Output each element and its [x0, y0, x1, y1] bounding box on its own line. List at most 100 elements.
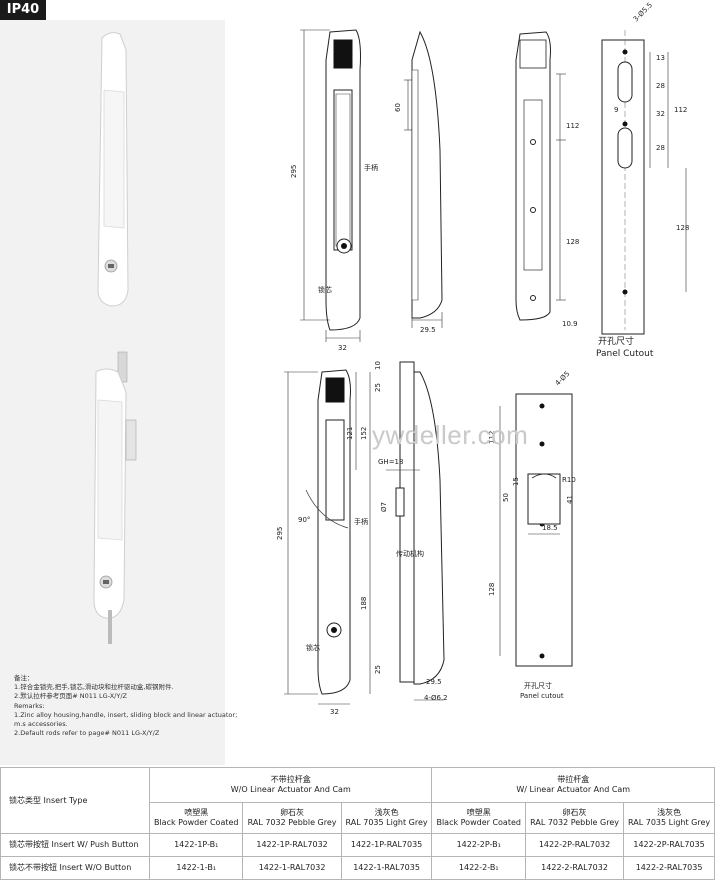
remark-line: 2.Default rods refer to page# N011 LG-X/…	[14, 729, 160, 738]
cutout-cn-top: 开孔尺寸	[598, 335, 634, 347]
dim-25b: 25	[374, 665, 382, 674]
cutout-en-top: Panel Cutout	[596, 349, 654, 359]
table-row: 锁芯带按钮 Insert W/ Push Button 1422-1P-B₁ 1…	[0, 833, 715, 857]
part-number: 1422-1-B₁	[148, 856, 244, 880]
dim-18-5: 18.5	[542, 524, 558, 532]
top-panel-cutout	[601, 30, 687, 335]
color-en: RAL 7032 Pebble Grey	[247, 818, 337, 827]
dim-32-cutout: 32	[656, 110, 665, 118]
lock-label-top: 锁芯	[318, 285, 332, 294]
dim-10-9: 10.9	[562, 320, 578, 328]
dim-15: 15	[512, 477, 520, 486]
dim-28b: 28	[656, 144, 665, 152]
remark-line: 备注：	[14, 674, 34, 682]
remark-line: 2.默认拉杆参考页面# N011 LG-X/Y/Z	[14, 692, 127, 701]
dim-28a: 28	[656, 82, 665, 90]
part-number: 1422-2-RAL7032	[524, 856, 625, 880]
handle-label-bottom: 手柄	[354, 517, 368, 526]
drive-label: 传动机构	[396, 549, 424, 558]
lock-label-bottom: 锁芯	[306, 643, 320, 652]
dim-3-holes: 3-Ø5.5	[632, 1, 654, 23]
part-number: 1422-2P-RAL7032	[524, 833, 625, 857]
dim-4-holes-5: 4-Ø5	[554, 370, 572, 388]
color-cn: 卵石灰	[562, 808, 587, 817]
technical-drawing: 295 60 32 29.5 3-Ø5.5 13 28 9 32 28 112 …	[93, 1, 689, 716]
dim-32-top: 32	[338, 344, 347, 352]
table-row: 锁芯不带按钮 Insert W/O Button 1422-1-B₁ 1422-…	[0, 856, 715, 880]
group2-cn: 带拉杆盒	[557, 775, 590, 784]
group-with-actuator: 带拉杆盒 W/ Linear Actuator And Cam	[431, 767, 715, 803]
handle-photo-top	[97, 32, 129, 307]
dim-60: 60	[394, 103, 402, 112]
top-rear-view	[515, 31, 566, 321]
color-cn: 浅灰色	[657, 808, 682, 817]
remark-line: 1.锌合金锁壳,把手,锁芯,滑动块和拉杆驱动盒,碳钢附件.	[14, 683, 174, 692]
color-en: RAL 7035 Light Grey	[628, 818, 711, 827]
dim-90deg: 90°	[298, 516, 310, 524]
dim-128-bottom: 128	[488, 583, 496, 596]
bottom-side-view	[386, 361, 445, 701]
part-number: 1422-2-RAL7035	[623, 856, 715, 880]
color-en: Black Powder Coated	[153, 818, 239, 827]
dim-29-5-bottom: 29.5	[426, 678, 442, 686]
cutout-cn-bottom: 开孔尺寸	[524, 681, 552, 690]
color-en: RAL 7035 Light Grey	[345, 818, 428, 827]
part-number: 1422-2P-B₁	[431, 833, 526, 857]
color-en: Black Powder Coated	[436, 818, 521, 827]
dim-295-top: 295	[290, 165, 298, 178]
dim-50: 50	[502, 493, 510, 502]
color-cn: 浅灰色	[374, 808, 399, 817]
dim-128-rear: 128	[566, 238, 579, 246]
remark-line: Remarks:	[14, 701, 45, 710]
dim-r10: R10	[562, 476, 576, 484]
dim-112-rear: 112	[566, 122, 579, 130]
top-side-view	[404, 30, 443, 328]
part-number: 1422-1-RAL7035	[340, 856, 433, 880]
dim-25a: 25	[374, 383, 382, 392]
dim-10: 10	[374, 361, 382, 370]
dim-112-bottom: 112	[488, 431, 496, 444]
dim-112-cutout: 112	[674, 106, 687, 114]
group1-cn: 不带拉杆盒	[270, 775, 311, 784]
watermark: ywdeller.com	[372, 420, 529, 450]
dim-41: 41	[566, 495, 574, 504]
dim-128-cutout: 128	[676, 224, 689, 232]
cutout-en-bottom: Panel cutout	[520, 692, 564, 700]
dim-295-bottom: 295	[276, 527, 284, 540]
color-en: RAL 7032 Pebble Grey	[530, 818, 619, 827]
insert-type-header: 锁芯类型 Insert Type	[0, 767, 150, 834]
dim-152: 152	[360, 427, 368, 440]
part-number: 1422-1P-RAL7032	[242, 833, 342, 857]
row-label: 锁芯不带按钮 Insert W/O Button	[0, 856, 150, 880]
order-table: 锁芯类型 Insert Type 不带拉杆盒 W/O Linear Actuat…	[0, 767, 715, 880]
dim-phi7: Ø7	[380, 502, 388, 512]
part-number: 1422-1P-B₁	[148, 833, 244, 857]
remark-line: 1.Zinc alloy housing,handle, insert, sli…	[14, 710, 238, 719]
dim-gh: GH=18	[378, 458, 403, 466]
group2-en: W/ Linear Actuator And Cam	[516, 785, 631, 794]
ip40-badge: IP40	[0, 0, 46, 20]
dim-9: 9	[614, 106, 618, 114]
dim-121: 121	[346, 427, 354, 440]
dim-188: 188	[360, 597, 368, 610]
part-number: 1422-1-RAL7032	[242, 856, 342, 880]
group1-en: W/O Linear Actuator And Cam	[230, 785, 351, 794]
color-cn: 喷塑黑	[184, 808, 209, 817]
color-cn: 卵石灰	[280, 808, 305, 817]
part-number: 1422-2P-RAL7035	[623, 833, 715, 857]
top-front-view	[300, 29, 361, 342]
group-without-actuator: 不带拉杆盒 W/O Linear Actuator And Cam	[148, 767, 433, 803]
dim-4-holes-62: 4-Ø6.2	[424, 694, 448, 702]
dim-29-5-top: 29.5	[420, 326, 436, 334]
color-cn: 喷塑黑	[466, 808, 491, 817]
part-number: 1422-1P-RAL7035	[340, 833, 433, 857]
dim-13: 13	[656, 54, 665, 62]
dim-32-bottom: 32	[330, 708, 339, 716]
bottom-panel-cutout	[499, 393, 573, 667]
